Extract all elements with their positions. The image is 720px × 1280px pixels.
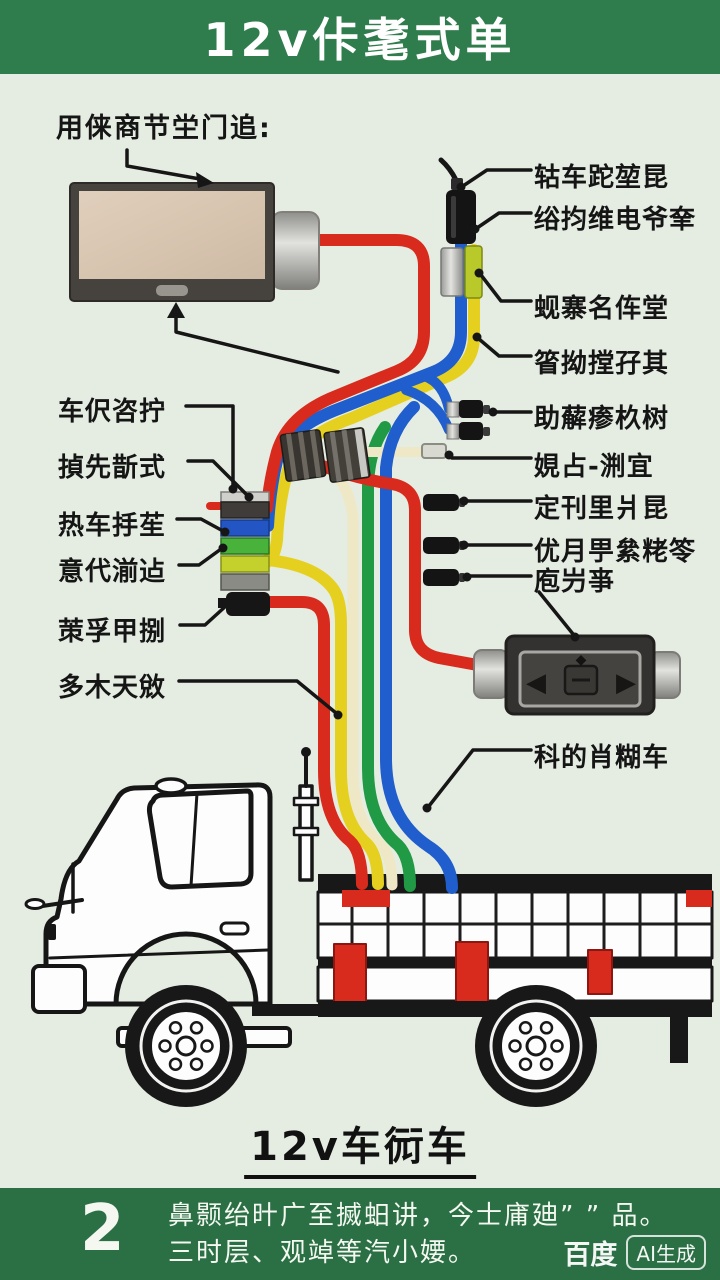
controller-left-cylinder — [473, 649, 509, 699]
label-right-10: 科的肖糊车 — [534, 743, 670, 773]
right-arrow-icon: ▶ — [616, 668, 636, 698]
wire-ferrule — [421, 443, 447, 459]
wires — [206, 194, 489, 894]
wire-yellow-bundle — [261, 554, 384, 890]
arrow-down-icon — [196, 172, 214, 188]
watermark-badge: AI生成 — [626, 1235, 706, 1270]
red-block — [587, 949, 613, 995]
watermark: 百度 AI生成 — [563, 1233, 706, 1272]
watermark-brand: 百度 — [563, 1240, 618, 1271]
label-left-6: 多木天敓 — [58, 673, 167, 703]
heater-callout-note: 用俫商节坣门追: — [56, 113, 272, 144]
wire-pale-bundle — [324, 462, 398, 891]
label-right-1: 轱车跎堃昆 — [534, 163, 670, 193]
wire-red-bundle — [262, 596, 368, 890]
red-post — [333, 943, 367, 1009]
label-right-5: 助薢瘆杦树 — [534, 404, 670, 434]
heater-unit — [69, 182, 320, 302]
left-arrow-icon: ◀ — [526, 668, 546, 698]
spade-terminals — [423, 494, 465, 586]
cylinder-connector-1 — [446, 400, 490, 418]
label-left-5: 茦孚甲捌 — [58, 617, 167, 647]
bed-red-accent — [686, 890, 712, 907]
label-left-2: 揁先斮式 — [58, 453, 167, 483]
stacked-terminal-block — [220, 491, 270, 591]
heater-face — [79, 191, 265, 279]
cab-crease — [48, 948, 270, 960]
page-title: 12v佧耄式单 — [203, 13, 517, 67]
wire-red-main — [261, 234, 430, 514]
mirror — [24, 898, 46, 910]
junction-band-1 — [279, 429, 327, 482]
truck-illustration — [24, 747, 714, 1107]
wire-blue-bundle — [380, 401, 458, 894]
step-number: 2 — [80, 1192, 125, 1266]
bed-lower-rail — [318, 958, 712, 967]
roof-lamp — [154, 777, 188, 795]
title-banner: 12v佧耄式单 — [0, 0, 720, 74]
front-marker — [48, 924, 56, 940]
label-right-6: 娊占-渆宜 — [534, 452, 654, 482]
leader-lines — [125, 148, 575, 808]
fuse-connector — [218, 592, 270, 616]
indicator-icon: ◆ — [576, 652, 587, 668]
cylinder-connector-2 — [446, 422, 490, 440]
cab-window — [146, 788, 254, 890]
chassis-link — [252, 1004, 318, 1016]
truck-caption: 12v车衏车 — [244, 1114, 476, 1179]
label-left-4: 意代湔迠 — [58, 557, 167, 587]
window-divider — [189, 791, 199, 888]
label-right-4: 箵拗摚孖其 — [534, 349, 670, 379]
top-plug-connector — [438, 157, 476, 244]
junction-band-2 — [323, 427, 371, 483]
arrow-up-icon — [167, 302, 185, 318]
footer-banner: 2 鼻颢绐旪广至搣蚎讲，今士庯廸” ” 品。 三时层、观竨等汽小婹。 百度 AI… — [0, 1188, 720, 1280]
label-right-3: 蚬寨名伡堂 — [534, 294, 670, 324]
label-left-3: 热车抙苼 — [58, 511, 167, 541]
bed-red-accent — [342, 890, 390, 907]
heater-slot — [156, 285, 188, 296]
wire-green-bundle — [362, 421, 416, 892]
rear-flap — [670, 1017, 688, 1063]
label-right-8: 优月甼絫粩笭 — [534, 537, 697, 567]
front-wheel — [125, 985, 247, 1107]
rear-wheel — [475, 985, 597, 1107]
footer-line-1: 鼻颢绐旪广至搣蚎讲，今士庯廸” ” 品。 — [168, 1201, 668, 1231]
footer-line-2: 三时层、观竨等汽小婹。 — [168, 1238, 477, 1268]
label-right-9: 庖屶亊 — [534, 567, 616, 597]
heater-outlet-cylinder — [271, 211, 320, 290]
front-bumper — [31, 964, 87, 1014]
footer-caption: 鼻颢绐旪广至搣蚎讲，今士庯廸” ” 品。 三时层、观竨等汽小婹。 — [168, 1198, 667, 1272]
connectors — [218, 157, 490, 616]
red-post — [455, 941, 489, 1009]
label-right-2: 绤抣维电爷羍 — [534, 205, 697, 235]
rack-tab — [292, 826, 320, 837]
silver-sleeve — [440, 247, 464, 297]
controller-unit: ◀ ▶ ◆ — [473, 634, 681, 716]
label-left-1: 车伬咨拧 — [58, 397, 167, 427]
door-handle — [219, 921, 250, 936]
pole-tip — [301, 747, 311, 757]
label-right-7: 定刊里爿昆 — [534, 494, 670, 524]
bed-top-rail — [318, 874, 712, 892]
leader-endpoints — [167, 172, 580, 813]
rack-tab — [292, 796, 320, 807]
